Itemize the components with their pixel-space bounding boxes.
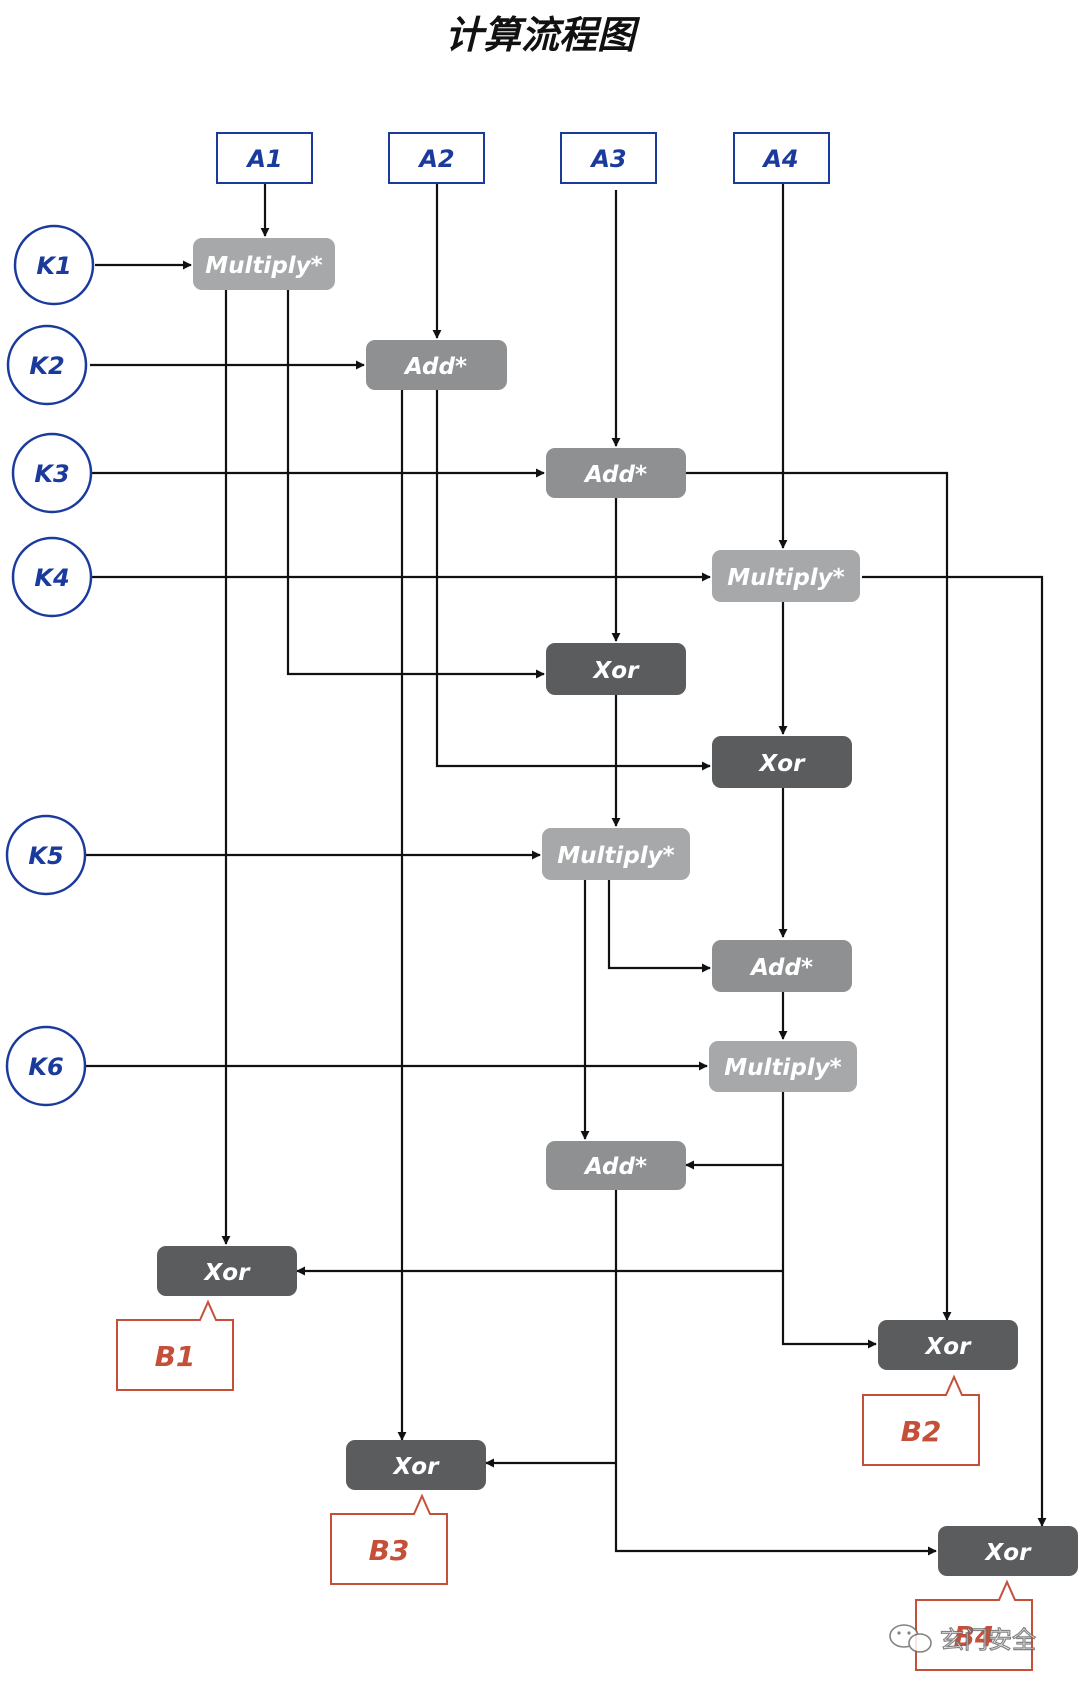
watermark: 玄门安全 (889, 1624, 1037, 1655)
key-k6: K6 (5, 1025, 87, 1107)
output-callouts: B1 B2 B3 B4 (116, 1299, 1033, 1671)
key-k5-label: K5 (28, 842, 63, 870)
op-xor-b1-label: Xor (203, 1260, 252, 1286)
input-a3-label: A3 (589, 145, 626, 173)
op-add-3-label: Add* (583, 462, 647, 488)
op-add-6-label: Add* (749, 955, 813, 981)
input-a2-label: A2 (417, 145, 454, 173)
output-b4-label: B4 (954, 1620, 995, 1653)
diagram-title: 计算流程图 (445, 13, 641, 57)
key-k1: K1 (13, 224, 95, 306)
input-a2: A2 (388, 132, 485, 184)
output-b3: B3 (330, 1493, 448, 1585)
input-a1: A1 (216, 132, 313, 184)
op-add-2: Add* (366, 340, 507, 390)
key-k5: K5 (5, 814, 87, 896)
op-add-8-label: Add* (583, 1154, 647, 1180)
op-xor-b3: Xor (346, 1440, 486, 1490)
output-b3-label: B3 (369, 1534, 410, 1567)
wechat-icon (889, 1624, 932, 1653)
key-k4-label: K4 (34, 564, 69, 592)
key-k1-label: K1 (36, 252, 71, 280)
operation-boxes: Multiply* Add* Add* Multiply* Xor Xor (157, 238, 1078, 1576)
op-xor-b2-label: Xor (924, 1334, 973, 1360)
op-xor-b-label: Xor (758, 751, 807, 777)
edge-add3-xorb2 (686, 471, 952, 1321)
key-circles: K1 K2 K3 K4 K5 K6 (5, 224, 95, 1107)
op-multiply-1: Multiply* (193, 238, 335, 290)
edge-mul4-xorb4 (862, 575, 1047, 1527)
op-xor-b4-label: Xor (984, 1540, 1033, 1566)
output-b1-label: B1 (155, 1340, 196, 1373)
output-b2: B2 (862, 1374, 980, 1466)
input-a1-label: A1 (245, 145, 282, 173)
op-xor-b4: Xor (938, 1526, 1078, 1576)
op-xor-b1: Xor (157, 1246, 297, 1296)
op-add-6: Add* (712, 940, 852, 992)
op-add-2-label: Add* (403, 354, 467, 380)
input-a4-label: A4 (761, 145, 798, 173)
edge-mul1-xora (286, 290, 545, 679)
op-xor-a-label: Xor (592, 658, 641, 684)
op-multiply-4-label: Multiply* (727, 565, 844, 591)
edge-mul7-xorb2 (781, 1092, 877, 1349)
input-a3: A3 (560, 132, 657, 184)
output-b4: B4 (915, 1579, 1033, 1671)
op-xor-b3-label: Xor (392, 1454, 441, 1480)
op-add-8: Add* (546, 1141, 686, 1190)
edge-add8-xorb4 (614, 1190, 937, 1556)
op-add-3: Add* (546, 448, 686, 498)
op-xor-b2: Xor (878, 1320, 1018, 1370)
op-multiply-7: Multiply* (709, 1041, 857, 1092)
edge-mul5-add6 (607, 880, 711, 973)
key-k3-label: K3 (34, 460, 69, 488)
op-multiply-5-label: Multiply* (557, 843, 674, 869)
watermark-text: 玄门安全 (940, 1626, 1036, 1654)
output-b1: B1 (116, 1299, 234, 1391)
connector-lines (85, 183, 1047, 1556)
input-a4: A4 (733, 132, 830, 184)
op-multiply-1-label: Multiply* (205, 253, 322, 279)
key-k6-label: K6 (28, 1053, 63, 1081)
input-boxes: A1 A2 A3 A4 (216, 132, 830, 184)
output-b2-label: B2 (901, 1415, 942, 1448)
op-xor-a: Xor (546, 643, 686, 695)
key-k3: K3 (11, 432, 93, 514)
key-k2: K2 (6, 324, 88, 406)
key-k2-label: K2 (29, 352, 64, 380)
op-multiply-4: Multiply* (712, 550, 860, 602)
key-k4: K4 (11, 536, 93, 618)
op-xor-b: Xor (712, 736, 852, 788)
edge-add2-xorb (435, 390, 711, 771)
op-multiply-7-label: Multiply* (724, 1055, 841, 1081)
op-multiply-5: Multiply* (542, 828, 690, 880)
